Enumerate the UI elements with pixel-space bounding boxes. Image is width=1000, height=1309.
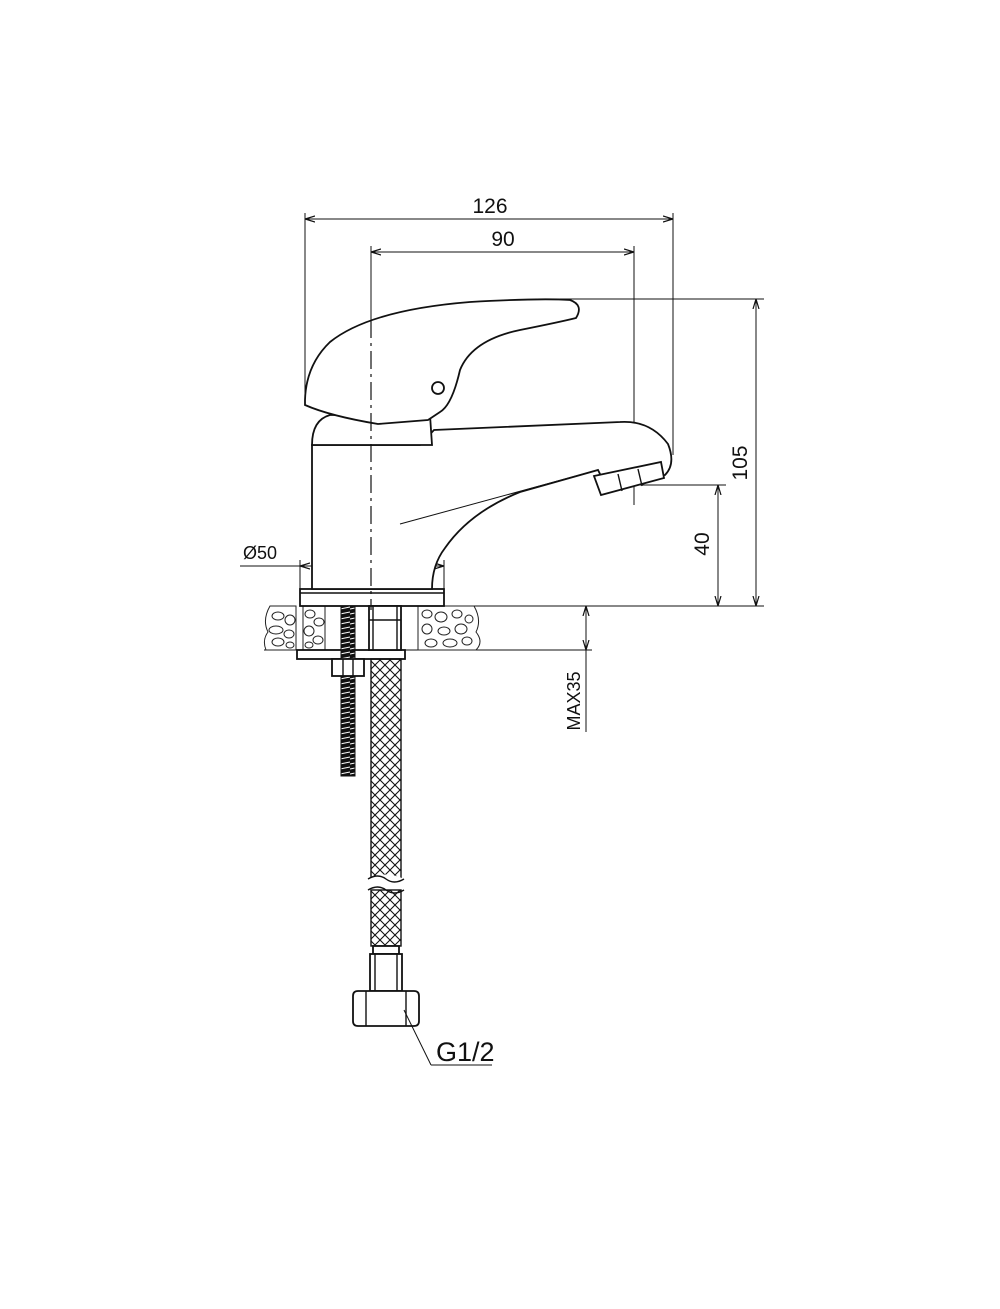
- dimension-max-deck-thickness: MAX35: [564, 606, 586, 732]
- spout: [311, 421, 673, 590]
- dimension-label-40: 40: [691, 532, 714, 555]
- callout-label-g12: G1/2: [436, 1037, 495, 1067]
- dimension-overall-length: 126: [304, 195, 674, 455]
- faucet-body: [304, 298, 673, 590]
- dimension-label-126: 126: [472, 195, 507, 218]
- mounting-stud: [331, 605, 365, 777]
- countertop-mid-section: [302, 605, 326, 651]
- countertop-left-section: [263, 605, 297, 651]
- deck-surface: [264, 605, 764, 651]
- countertop-right-section: [417, 605, 481, 651]
- dimension-spout-height: 40: [640, 484, 726, 606]
- dimension-label-max35: MAX35: [564, 671, 584, 730]
- dimension-label-105: 105: [729, 445, 752, 480]
- hose-end-fitting: [352, 945, 420, 1027]
- callout-connection-thread: G1/2: [403, 1009, 495, 1067]
- braided-hose: [367, 658, 405, 947]
- aerator: [592, 460, 666, 497]
- dimension-label-diameter: Ø50: [243, 543, 277, 563]
- dimension-overall-height: 105: [560, 298, 764, 606]
- dimension-label-90: 90: [491, 228, 514, 251]
- lever-handle: [304, 298, 580, 425]
- inlet-connector: [368, 605, 402, 651]
